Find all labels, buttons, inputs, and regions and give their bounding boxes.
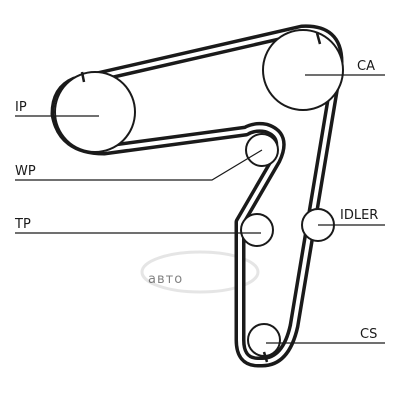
tp-pulley-circle: [240, 213, 274, 247]
pulley-ip: [54, 71, 136, 153]
label-tp: TP: [14, 217, 31, 232]
ip-timing-mark: [80, 71, 86, 83]
cs-timing-mark: [262, 351, 269, 363]
label-ip: IP: [15, 100, 27, 115]
cs-pulley-circle: [247, 323, 281, 357]
label-cs: CS: [360, 327, 377, 342]
pulley-ca: [262, 29, 344, 111]
ip-pulley-circle: [54, 71, 136, 153]
ca-timing-mark: [315, 32, 322, 45]
wp-leader-line: [15, 149, 263, 181]
watermark-text: авто: [148, 272, 183, 287]
pulley-tp: [240, 213, 274, 247]
label-ca: CA: [357, 59, 375, 74]
ca-pulley-circle: [262, 29, 344, 111]
leader-lines: [15, 74, 385, 344]
watermark-ring-icon: [140, 250, 260, 294]
label-wp: WP: [15, 164, 36, 179]
label-idler: IDLER: [340, 208, 378, 223]
pulley-cs: [247, 323, 281, 363]
watermark-logo: авто: [140, 250, 260, 294]
